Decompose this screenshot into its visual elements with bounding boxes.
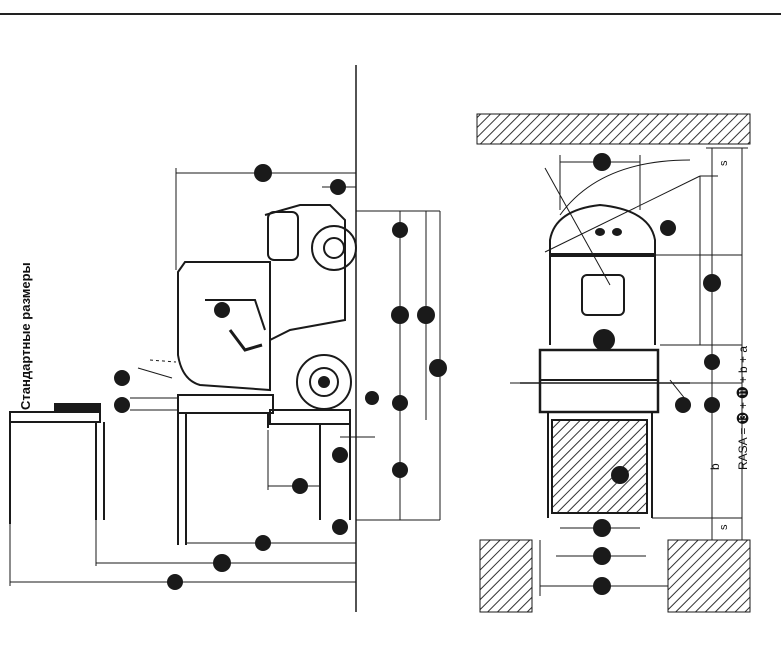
- fork-carriage: [177, 394, 274, 414]
- mast-base: [269, 409, 351, 425]
- small-platform: [54, 403, 101, 413]
- side-view-markers: [114, 164, 447, 590]
- top-border-line: [0, 13, 781, 15]
- bottom-left-wall-hatch: [479, 539, 533, 613]
- front-view: [476, 113, 751, 613]
- load-block: [551, 419, 648, 514]
- steering-hub: [593, 329, 615, 351]
- dimension-lines: [9, 168, 441, 586]
- dashed-reach: [149, 359, 177, 363]
- front-dimension-lines: [510, 147, 748, 596]
- truck-body: [177, 261, 271, 392]
- seat: [267, 211, 299, 261]
- seat-front: [581, 274, 625, 316]
- overhead-guard: [549, 203, 656, 345]
- top-wall-hatch: [476, 113, 751, 145]
- pallet-left: [9, 411, 101, 423]
- rasa-formula: RASA = ⓭ + ⓫ + b + a: [736, 345, 750, 470]
- top-wheel: [311, 225, 357, 271]
- bottom-right-wall-hatch: [667, 539, 751, 613]
- dim-label-b: b: [708, 463, 722, 470]
- dim-label-bottom-s: s: [718, 524, 730, 531]
- front-view-markers: [593, 153, 721, 595]
- dim-label-top-s: s: [718, 160, 730, 167]
- bottom-wheel: [296, 354, 352, 410]
- side-view: [9, 65, 441, 612]
